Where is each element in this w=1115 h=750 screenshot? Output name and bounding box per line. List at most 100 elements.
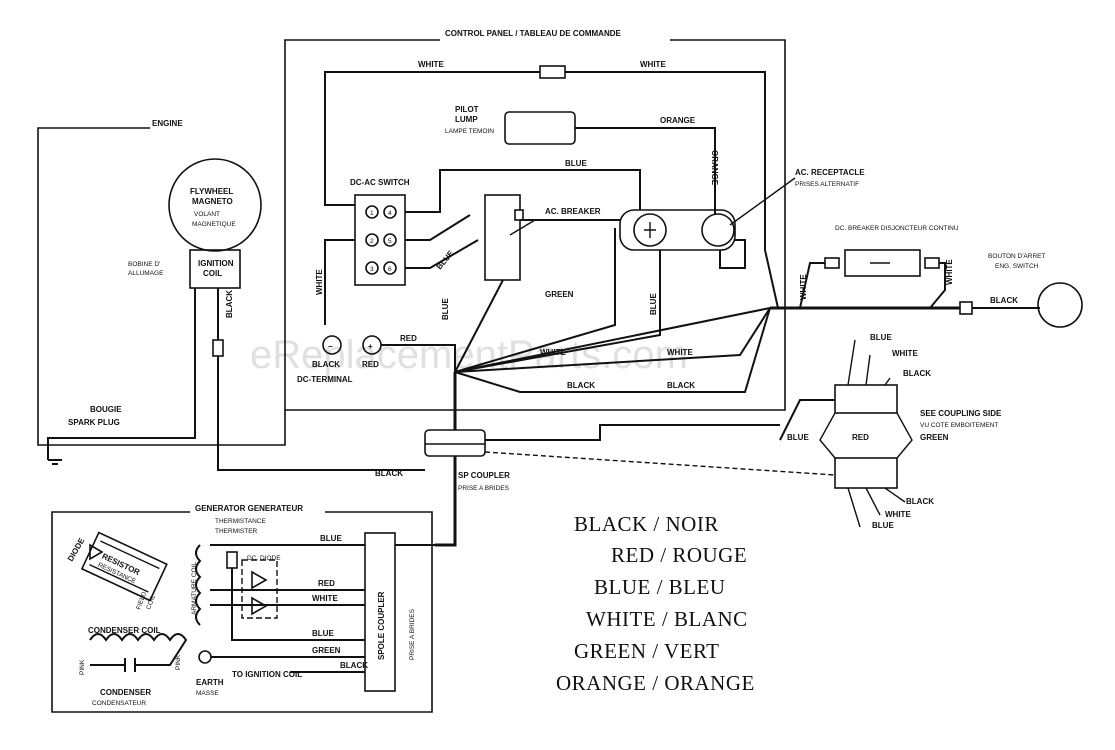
wire-label-blue-sw: BLUE — [435, 248, 456, 271]
diode-icon — [89, 543, 104, 561]
spark-wire — [47, 288, 196, 460]
switch-pin-6: 6 — [388, 266, 392, 273]
wire-label-pink-2: PINK — [175, 654, 182, 670]
engine-section: ENGINE FLYWHEEL MAGNETO VOLANT MAGNETIQU… — [37, 119, 425, 478]
pilot-label-2: LUMP — [455, 115, 478, 124]
wire-label-white-mid-1: WHITE — [540, 348, 566, 357]
flywheel-label-1: FLYWHEEL — [190, 187, 233, 196]
spole-label-1: SPOLE COUPLER — [377, 591, 386, 660]
control-panel-section: CONTROL PANEL / TABLEAU DE COMMANDE WHIT… — [284, 29, 865, 430]
dc-breaker-label: DC. BREAKER DISJONCTEUR CONTINU — [835, 225, 959, 232]
pilot-label-3: LAMPE TEMOIN — [445, 128, 494, 135]
wire-label-blue-gen-2: BLUE — [312, 629, 334, 638]
connector-icon — [539, 65, 566, 79]
flywheel-magneto — [168, 158, 262, 252]
switch-pin-1: 1 — [370, 210, 374, 217]
switch-pin-3: 3 — [370, 266, 374, 273]
flywheel-label-3: VOLANT — [194, 211, 220, 218]
wire-label-black-vert: BLACK — [225, 290, 234, 318]
wire-label-green-gen: GREEN — [312, 646, 341, 655]
coupling-label-1: SEE COUPLING SIDE — [920, 409, 1002, 418]
flywheel-label-2: MAGNETO — [192, 197, 233, 206]
sp-coupler — [424, 429, 486, 457]
red-wire — [381, 344, 456, 372]
green-wire — [454, 228, 616, 373]
armature-coil-label: ARMATURE COIL — [191, 562, 198, 615]
white-wire-dcb-l — [799, 262, 825, 309]
wire-label-white-left: WHITE — [315, 269, 324, 295]
bundle-wire — [454, 307, 771, 373]
color-legend: BLACK / NOIR RED / ROUGE BLUE / BLEU WHI… — [556, 512, 755, 695]
ac-breaker-label: AC. BREAKER — [545, 207, 601, 216]
engine-label: ENGINE — [152, 119, 183, 128]
spole-coupler — [364, 532, 396, 692]
engine-box — [37, 127, 286, 446]
wire-label-blue-top: BLUE — [565, 159, 587, 168]
pilot-label-1: PILOT — [455, 105, 479, 114]
bouton-label-1: BOUTON D'ARRET — [988, 253, 1045, 260]
white-wire-mid — [454, 307, 771, 373]
coupler-top — [834, 384, 898, 414]
wire-label-orange-vert: ORANGE — [710, 150, 719, 186]
thermistance-label-1: THERMISTANCE — [215, 518, 266, 525]
dc-breaker — [844, 249, 921, 277]
wire-label-white-cp-1: WHITE — [892, 349, 918, 358]
sp-coupler-label-1: SP COUPLER — [458, 471, 510, 480]
bouton-label-2: ENG. SWITCH — [995, 263, 1039, 270]
white-wire-top — [324, 71, 779, 309]
orange-wire — [575, 127, 716, 215]
dc-terminal-label: DC-TERMINAL — [297, 375, 353, 384]
sp-wire-1 — [485, 424, 780, 441]
condenser-label-1: CONDENSER — [100, 688, 151, 697]
spark-plug-label: SPARK PLUG — [68, 418, 120, 427]
capacitor-icon — [124, 658, 136, 672]
switch-pin-4: 4 — [388, 210, 392, 217]
wire-label-white-dcb-1: WHITE — [799, 274, 808, 300]
wire-label-red-cp: RED — [852, 433, 869, 442]
wire-label-black-cp-1: BLACK — [903, 369, 931, 378]
rec-wire — [719, 239, 746, 269]
control-panel-box — [284, 39, 786, 411]
minus-label: − — [328, 342, 333, 351]
wire-label-black-dc: BLACK — [312, 360, 340, 369]
dc-breaker-section: BLACK BOUTON D'ARRET ENG. SWITCH DC. BRE… — [770, 225, 1083, 328]
wire-label-black-mid-1: BLACK — [567, 381, 595, 390]
condenser-coil — [89, 633, 188, 666]
armature-coil — [195, 544, 202, 626]
pilot-lamp — [504, 111, 576, 145]
control-panel-label: CONTROL PANEL / TABLEAU DE COMMANDE — [445, 29, 622, 38]
gen-blue-wire-2 — [231, 568, 365, 641]
blue-wire-receptacle — [454, 250, 661, 373]
connector-icon — [959, 301, 973, 315]
coupling-section: BLUE WHITE BLACK BLUE RED GREEN SEE COUP… — [779, 333, 1002, 530]
legend-item: GREEN / VERT — [574, 639, 720, 663]
legend-item: ORANGE / ORANGE — [556, 671, 755, 695]
switch-pin-2: 2 — [370, 238, 374, 245]
white-wire-dcb-r — [929, 262, 946, 309]
dc-ac-switch — [354, 194, 406, 286]
ac-receptacle-label-2: PRISES ALTERNATIF — [795, 181, 859, 188]
switch-pin-5: 5 — [388, 238, 392, 245]
condenser-coil-label: CONDENSER COIL — [88, 626, 161, 635]
wire-label-orange: ORANGE — [660, 116, 696, 125]
wire-label-blue-cp-1: BLUE — [870, 333, 892, 342]
wire-label-white-mid-2: WHITE — [667, 348, 693, 357]
wire-label-pink-1: PINK — [79, 659, 86, 675]
wire-label-white-gen: WHITE — [312, 594, 338, 603]
bobine-label-1: BOBINE D' — [128, 261, 160, 268]
legend-item: BLACK / NOIR — [574, 512, 719, 536]
wire-label-green-cp: GREEN — [920, 433, 949, 442]
wire-label-black-cp-2: BLACK — [906, 497, 934, 506]
sp-generator-wire — [435, 456, 457, 547]
connector-icon — [212, 339, 224, 357]
black-wire-mid — [454, 307, 771, 393]
condenser-label-2: CONDENSATEUR — [92, 700, 146, 707]
wire-label-white-dcb-2: WHITE — [945, 259, 954, 285]
legend-item: WHITE / BLANC — [586, 607, 748, 631]
earth-label-1: EARTH — [196, 678, 224, 687]
generator-label: GENERATOR GENERATEUR — [195, 504, 303, 513]
wire-label-black-mid-2: BLACK — [667, 381, 695, 390]
field-coil-label-2: COIL — [145, 594, 157, 611]
sp-coupler-label-2: PRISE A BRIDES — [458, 485, 510, 492]
white-wire-left — [324, 239, 355, 325]
